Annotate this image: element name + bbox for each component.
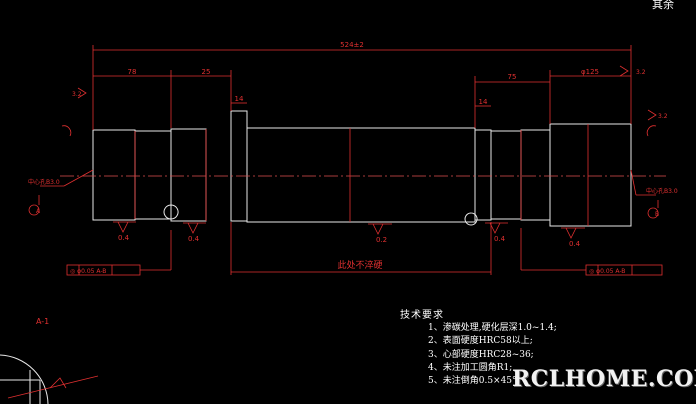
dim-right-end: φ125 xyxy=(581,68,599,76)
roughness-4: 0.4 xyxy=(494,235,506,243)
dim-left-shoulder: 78 xyxy=(128,68,137,76)
tech-requirement-2: 2、表面硬度HRC58以上; xyxy=(428,336,533,347)
tech-requirement-1: 1、渗碳处理,硬化层深1.0~1.4; xyxy=(428,323,557,333)
roughness-2: 0.4 xyxy=(188,235,200,243)
datum-b-label: B xyxy=(655,211,659,218)
section-label: A-1 xyxy=(36,317,49,326)
no-quench-label: 此处不淬硬 xyxy=(337,259,382,271)
roughness-1: 0.4 xyxy=(118,234,130,242)
dimension-lines xyxy=(28,45,663,276)
dimension-text: 524±2 78 25 75 φ125 14 14 此处不淬硬 中心孔B3.0 … xyxy=(28,41,678,326)
roughness-5: 0.4 xyxy=(569,240,581,248)
tech-requirements-title: 技术要求 xyxy=(400,310,444,321)
right-center-hole-label: 中心孔B3.0 xyxy=(646,187,678,195)
dim-left-span: 25 xyxy=(202,68,211,76)
roughness-8: 3.2 xyxy=(658,113,668,120)
roughness-7: 3.2 xyxy=(636,69,646,76)
roughness-3: 0.2 xyxy=(376,236,387,244)
left-center-hole-label: 中心孔B3.0 xyxy=(28,178,60,186)
tech-requirement-5: 5、未注倒角0.5×45°。 xyxy=(428,376,526,387)
dim-right-span: 75 xyxy=(508,73,517,81)
detail-view xyxy=(0,354,49,404)
right-tolerance-label: ◎ φ0.05 A-B xyxy=(589,268,625,275)
tech-requirement-4: 4、未注加工圆角R1; xyxy=(428,362,513,373)
tech-requirement-3: 3、心部硬度HRC28~36; xyxy=(428,349,534,360)
dim-small-right: 14 xyxy=(479,98,488,106)
dim-small: 14 xyxy=(235,95,244,103)
roughness-6: 3.2 xyxy=(72,91,82,98)
corner-roughness-note: 其余 xyxy=(652,0,674,11)
shaft-outline xyxy=(92,110,632,227)
datum-a-label: A xyxy=(36,208,41,215)
left-tolerance-label: ◎ φ0.05 A-B xyxy=(70,268,106,275)
tech-requirements-list: 1、渗碳处理,硬化层深1.0~1.4; 2、表面硬度HRC58以上; 3、心部硬… xyxy=(428,322,557,388)
overall-length-text: 524±2 xyxy=(340,41,364,49)
watermark: RCLHOME.COM xyxy=(512,366,696,392)
